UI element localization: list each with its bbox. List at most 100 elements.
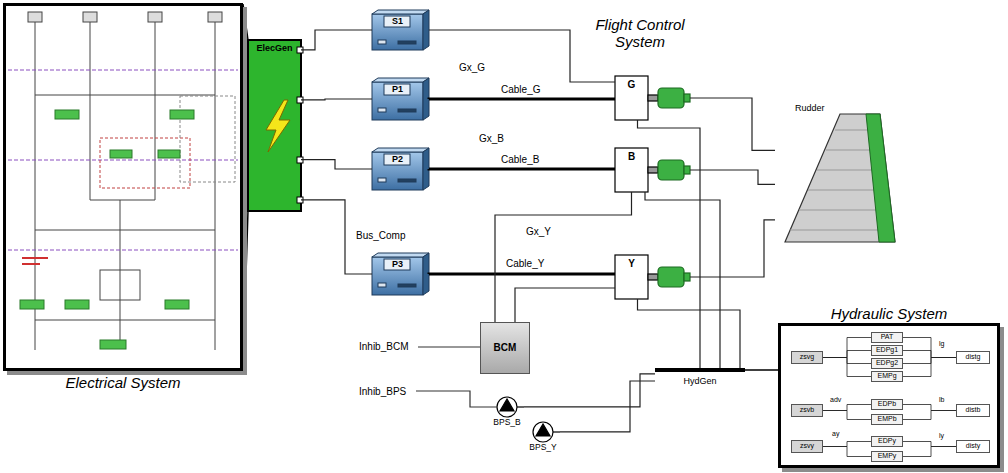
computer-icon — [372, 152, 423, 190]
signal-name: Inhib_BPS — [358, 386, 407, 398]
electrical-schematic — [28, 12, 42, 22]
pump-symbol: BPS_Y — [526, 420, 560, 456]
connector — [638, 120, 701, 368]
node-label: disty — [966, 442, 980, 450]
electrical-schematic — [165, 300, 189, 309]
electrical-schematic — [100, 138, 190, 188]
distribution-block: distb — [956, 404, 990, 417]
electrical-schematic — [180, 96, 235, 182]
pump-block: EMPb — [871, 414, 903, 425]
computer-icon: P3 — [372, 253, 429, 295]
hydraulic-bus-bar — [655, 368, 745, 372]
signal-name: Bus_Comp — [355, 230, 406, 242]
computer-icon: P2 — [372, 148, 429, 190]
zoom-line — [745, 369, 778, 371]
line-name: lb — [938, 396, 945, 404]
connector — [823, 338, 871, 358]
electrical-schematic — [83, 12, 97, 22]
computer-icon — [378, 108, 386, 112]
actuator-symbol — [684, 166, 690, 174]
node-label: B — [628, 151, 635, 163]
node-label: Electrical System — [6, 374, 240, 391]
connector — [903, 358, 956, 377]
electrical-schematic — [8, 70, 238, 71]
connector — [515, 288, 615, 322]
electrical-schematic — [148, 12, 162, 22]
actuator-symbol — [658, 267, 684, 287]
computer-icon: P1 — [372, 78, 429, 120]
node-label: EMPb — [877, 415, 896, 423]
connector — [429, 97, 615, 100]
computer-icon — [384, 16, 410, 27]
electrical-schematic — [22, 263, 40, 265]
connector — [301, 160, 372, 169]
generator-block: ElecGen — [248, 40, 301, 211]
connector — [301, 30, 372, 50]
pump-symbol — [536, 424, 550, 436]
generator-block — [248, 40, 303, 211]
computer-icon — [372, 253, 429, 257]
connector — [903, 442, 956, 447]
computer-icon — [398, 109, 416, 112]
signal-wire — [416, 391, 497, 407]
connector — [823, 405, 871, 411]
computer-icon — [384, 154, 410, 165]
electrical-schematic — [22, 257, 48, 259]
electrical-schematic — [8, 160, 238, 161]
node-label: Hydraulic System — [781, 305, 997, 322]
electrical-schematic — [35, 95, 215, 96]
computer-icon — [423, 10, 429, 50]
node-label: ElecGen — [256, 43, 292, 53]
electrical-schematic — [155, 22, 156, 200]
electrical-schematic — [215, 22, 216, 350]
electrical-schematic — [8, 250, 238, 251]
pump-block: EMPy — [871, 451, 903, 462]
rudder-fin — [790, 230, 882, 231]
actuator-symbol — [648, 274, 658, 280]
connector — [301, 98, 372, 100]
connector — [903, 358, 956, 364]
pump-symbol — [553, 431, 560, 432]
actuator-symbol — [615, 76, 690, 299]
connector — [429, 168, 615, 171]
node-label: distg — [966, 353, 981, 361]
computer-icon — [372, 78, 429, 82]
distribution-block: disty — [956, 440, 990, 453]
connector — [560, 381, 655, 432]
connector — [524, 374, 655, 407]
node-label: P1 — [392, 84, 403, 94]
line-name: ly — [938, 432, 945, 440]
actuator-symbol — [615, 255, 648, 299]
connector — [690, 170, 775, 184]
distribution-block: distg — [956, 351, 990, 364]
electrical-schematic — [170, 110, 194, 119]
actuator-symbol — [684, 273, 690, 281]
pump-symbol — [533, 422, 553, 442]
node-label: Rudder — [795, 103, 825, 113]
computer-icon — [372, 14, 423, 50]
source-block: zsvy — [791, 440, 823, 453]
electrical-system-inset: Electrical System — [3, 3, 243, 371]
hydgen-bus: HydGen — [655, 368, 745, 390]
signal-wire — [418, 346, 480, 347]
node-label: zsvg — [800, 353, 814, 361]
line-name: ay — [831, 430, 840, 438]
electrical-schematic — [65, 300, 89, 309]
rudder-fin — [826, 150, 872, 151]
line-name: adv — [829, 396, 842, 404]
rudder-fin — [799, 210, 880, 211]
signal-name: Inhib_BCM — [358, 341, 409, 353]
pump-symbol — [517, 406, 524, 407]
signal-name: Gx_Y — [525, 226, 552, 238]
electrical-schematic — [90, 22, 91, 200]
electrical-schematic — [110, 150, 132, 158]
rudder-fin — [835, 130, 870, 131]
rudder-fin — [785, 114, 895, 242]
signal-name: Cable_B — [500, 154, 540, 166]
node-label: EDPy — [878, 437, 896, 445]
node-label: P2 — [392, 154, 403, 164]
node-label: zsvy — [800, 442, 814, 450]
connector — [690, 98, 775, 150]
connector — [823, 411, 871, 420]
